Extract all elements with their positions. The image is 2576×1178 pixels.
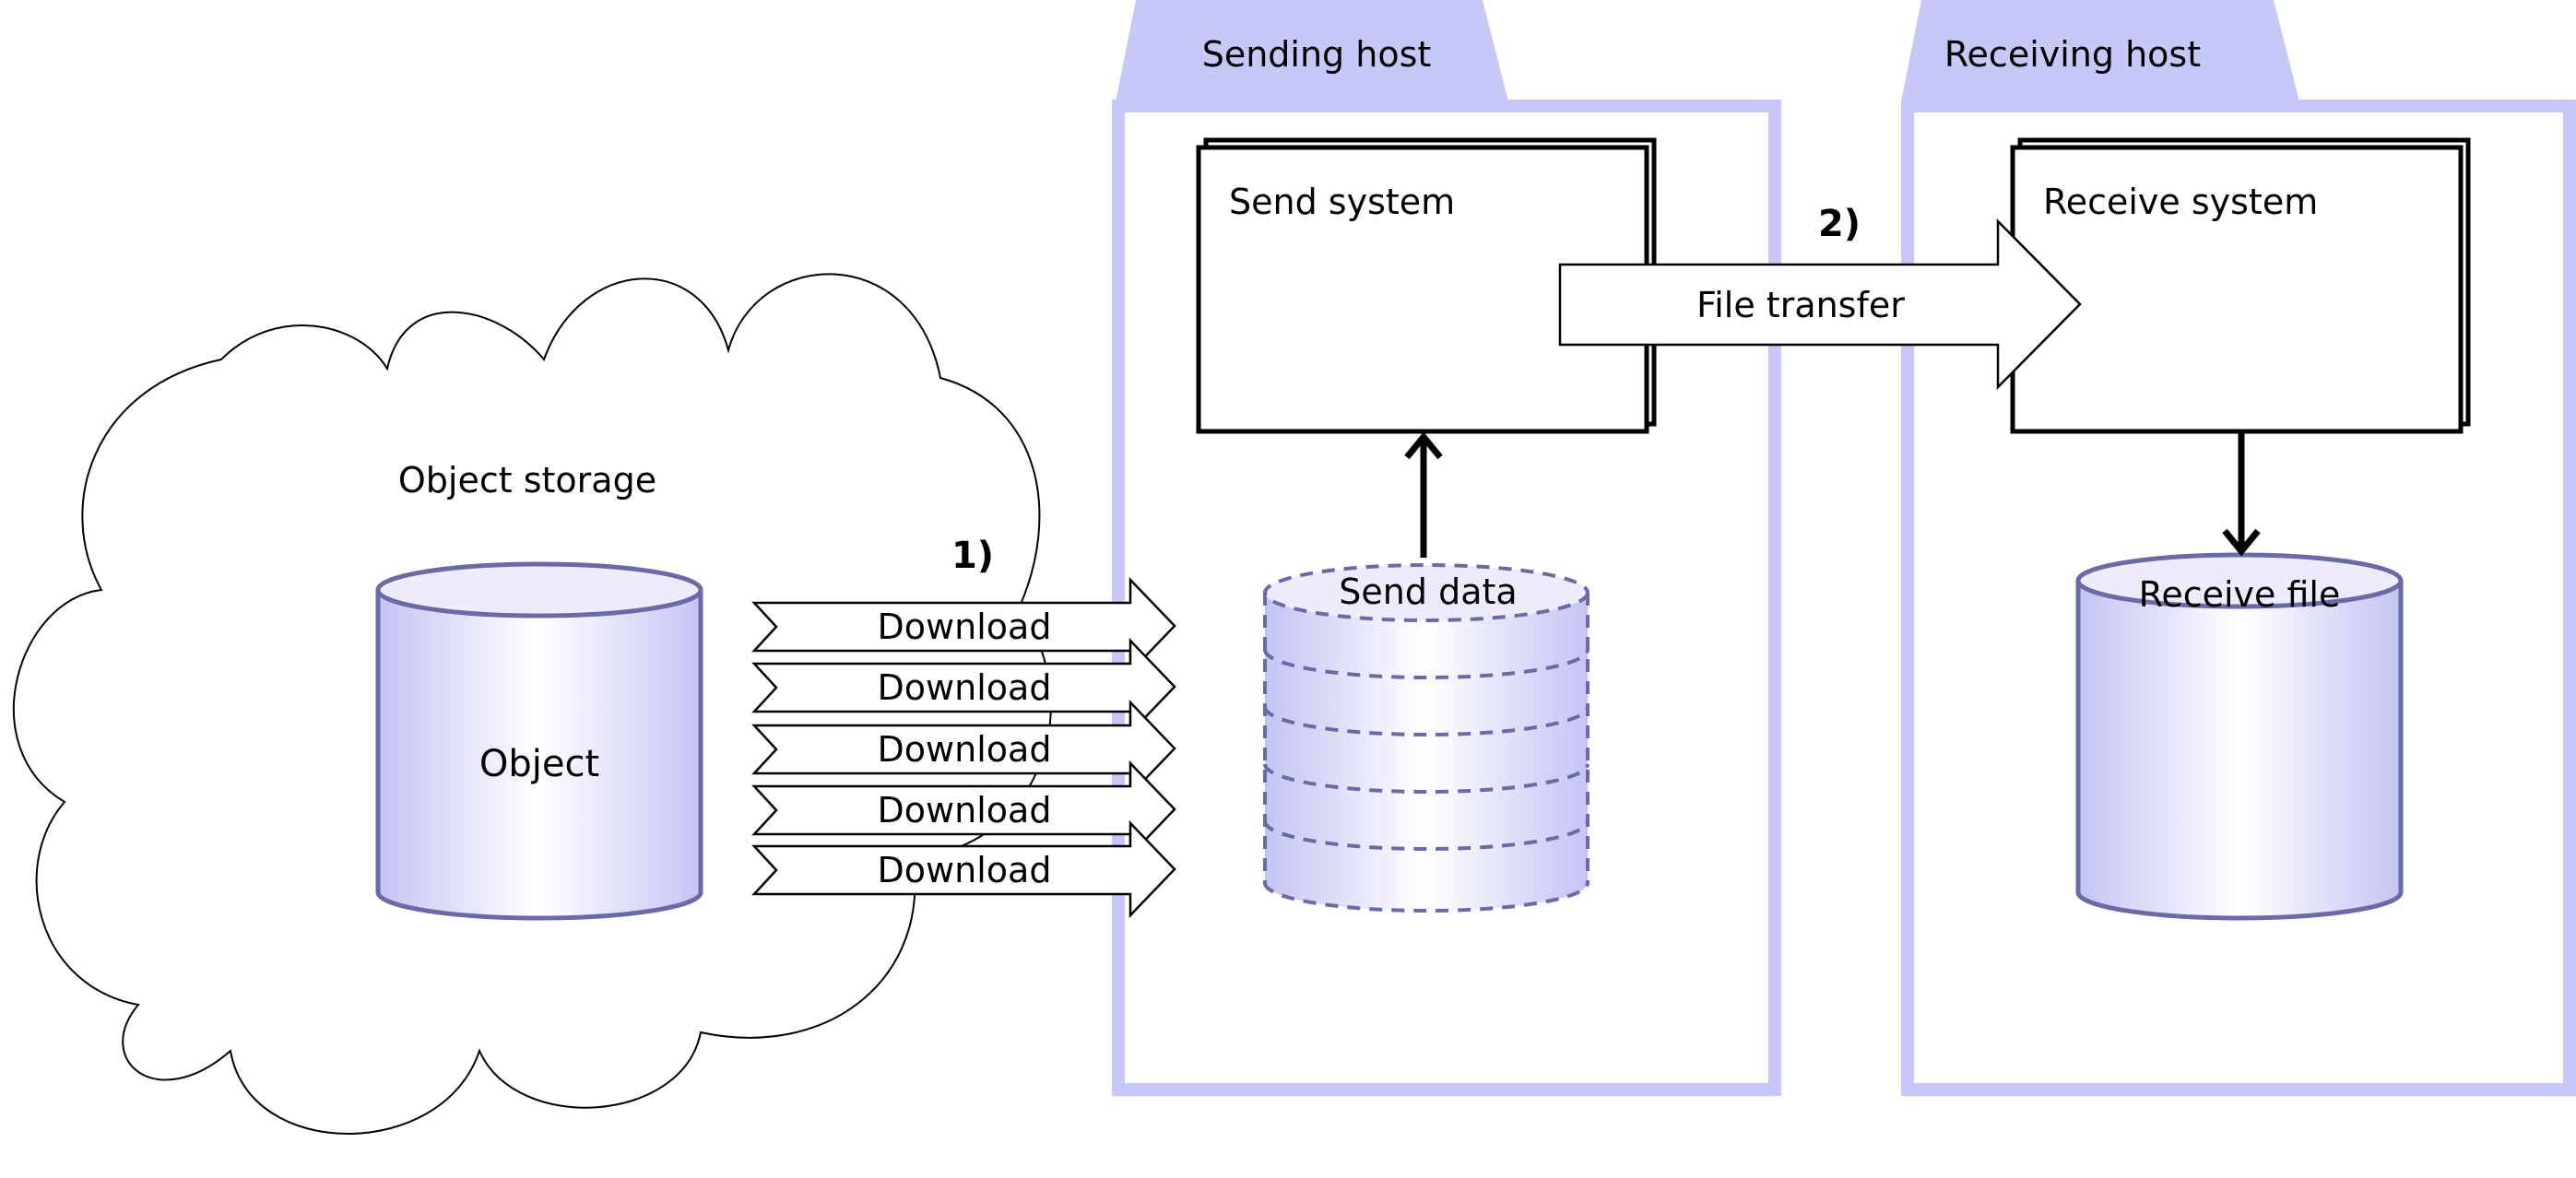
download-arrow: Download <box>751 819 1176 919</box>
sending-host-frame: Sending host <box>1112 0 1781 1096</box>
sending-host-title: Sending host <box>1202 34 1432 75</box>
step-2-label: 2) <box>1818 203 1861 245</box>
svg-text:Download: Download <box>878 790 1052 830</box>
step-1-label: 1) <box>951 535 994 577</box>
svg-text:Download: Download <box>878 729 1052 770</box>
receive-system-label: Receive system <box>2043 182 2318 222</box>
svg-text:Download: Download <box>878 667 1052 708</box>
data-to-system-arrow <box>1404 431 1443 558</box>
send-data-label: Send data <box>1339 571 1517 612</box>
system-to-file-arrow <box>2222 430 2261 557</box>
object-storage-label: Object storage <box>398 460 656 501</box>
file-transfer-arrow: File transfer <box>1558 218 2082 391</box>
receive-system-box: Receive system <box>2010 137 2471 434</box>
receiving-host-frame: Receiving host <box>1901 0 2576 1096</box>
download-arrow: Download <box>751 760 1176 859</box>
download-arrow: Download <box>751 576 1176 676</box>
receive-file-cylinder: Receive file <box>2075 552 2404 921</box>
send-data-cylinder: Send data <box>1263 563 1589 913</box>
send-system-label: Send system <box>1229 182 1455 222</box>
object-label: Object <box>479 743 599 785</box>
receiving-host-title: Receiving host <box>1944 34 2201 75</box>
receive-file-label: Receive file <box>2139 574 2341 615</box>
svg-text:Download: Download <box>878 607 1052 647</box>
object-cylinder: Object <box>375 561 703 921</box>
download-arrow: Download <box>751 637 1176 736</box>
svg-text:Download: Download <box>878 850 1052 890</box>
file-transfer-label: File transfer <box>1696 285 1905 325</box>
